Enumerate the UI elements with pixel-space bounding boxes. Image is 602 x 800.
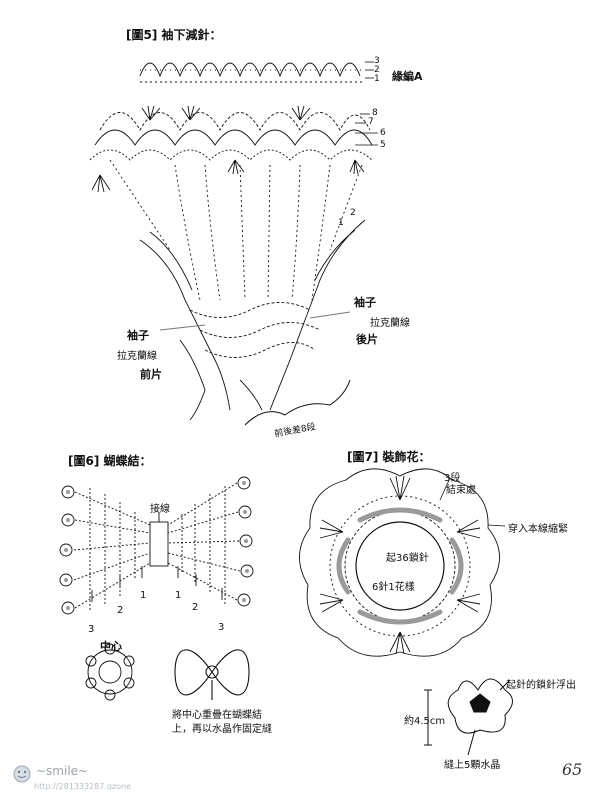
- fig7-petal: 6針1花樣: [372, 582, 415, 593]
- fig7-row3: 3段: [444, 473, 461, 484]
- fig7-title: [圖7] 裝飾花：: [347, 450, 431, 464]
- fig5-raglan-mesh: [189, 302, 321, 358]
- fig7-mini-flower: [424, 678, 513, 756]
- fig5-front: 前片: [140, 368, 162, 381]
- fig5-sleeve-right: 袖子: [354, 296, 376, 309]
- fig5-row-5: 5: [380, 140, 386, 150]
- fig5-title: [圖5] 袖下減針：: [126, 28, 222, 42]
- fig6-row-label-2l: 2: [117, 605, 124, 616]
- fig6-center-label: 中心: [100, 640, 122, 653]
- fig7-start: 起36鎖針: [386, 553, 429, 564]
- fig7-ring-1: [344, 510, 456, 622]
- fig5-side-row-1: 1: [338, 218, 344, 228]
- fig5-row-2: 2: [374, 65, 380, 75]
- fig6-bow-illustration: [174, 649, 250, 700]
- fig6-picot-fill: [64, 481, 249, 610]
- fig7-outer-petals: [299, 468, 500, 657]
- fig7-start-ring: [355, 521, 445, 611]
- fig7-petal-fans: [319, 475, 481, 655]
- fig5-row-3: 3: [374, 56, 380, 66]
- fig5-columns: [109, 159, 363, 301]
- fig7-ring-2: [329, 495, 471, 637]
- fig5-raglan-left: 拉克蘭線: [117, 351, 157, 362]
- fig6-row-label-1r: 1: [175, 590, 182, 601]
- fig7-float: 起針的鎖針浮出: [506, 680, 576, 691]
- fig5-raglan-right: 拉克蘭線: [370, 318, 410, 329]
- fig6-right-wing: [167, 482, 241, 604]
- fig6-row-label-1l: 1: [140, 590, 147, 601]
- fig5-row-6: 6: [380, 128, 386, 138]
- fig6-title: [圖6] 蝴蝶結：: [68, 454, 152, 468]
- fig5-row-7: 7: [368, 117, 374, 127]
- fig6-joint: 接線: [150, 504, 170, 515]
- fig5-top-arcs: [139, 62, 365, 83]
- fig6-row-arrows: [91, 566, 223, 602]
- fig6-note-line2: 上，再以水晶作固定縫: [172, 724, 272, 735]
- fig7-end: 結束處: [446, 485, 476, 496]
- fig5-side-row-2: 2: [350, 208, 356, 218]
- fig7-size: 約4.5cm: [404, 716, 446, 727]
- fig6-center-flower: [85, 643, 135, 701]
- fig5-row-8: 8: [372, 108, 378, 118]
- fig5-edge-label: 緣編A: [392, 70, 423, 83]
- fig5-sleeve-left: 袖子: [127, 329, 149, 342]
- fig6-left-wing: [73, 488, 151, 612]
- fig6-row-label-2r: 2: [192, 602, 199, 613]
- fig6-right-picots: [237, 476, 254, 607]
- fig6-left-picots: [59, 485, 75, 615]
- fig5-row-1: 1: [374, 74, 380, 84]
- fig7-guide-arcs: [336, 507, 464, 625]
- fig5-side-chains: [139, 219, 366, 421]
- fig5-fan-marks: [91, 105, 365, 193]
- fig6-row-label-3r: 3: [218, 622, 225, 633]
- fig7-thread: 穿入本線縮緊: [508, 524, 568, 535]
- fig6-note-line1: 將中心重疊在蝴蝶結: [172, 710, 262, 721]
- fig7-crystal: 縫上5顆水晶: [444, 760, 501, 771]
- fig5-back: 後片: [356, 333, 378, 346]
- watermark-logo-icon: [13, 765, 31, 783]
- page-number: 65: [562, 760, 583, 779]
- fig6-row-label-3l: 3: [88, 624, 95, 635]
- fig5-upper-fans: [89, 112, 373, 161]
- watermark: ~smile~ http://281333287.qzone: [6, 760, 206, 796]
- watermark-url: http://281333287.qzone: [34, 782, 132, 791]
- watermark-text: ~smile~: [36, 764, 89, 778]
